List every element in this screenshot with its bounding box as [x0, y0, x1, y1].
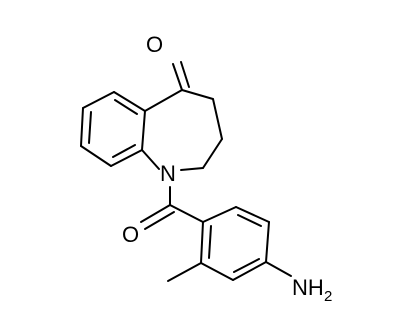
bond-benzene-2 [80, 107, 84, 147]
amide-group: O [122, 186, 204, 247]
bond-aryl-1 [202, 206, 237, 223]
bond-ring-e [180, 167, 204, 171]
ketone-bond-1 [172, 63, 183, 91]
bond-benzene-1 [82, 91, 115, 109]
aromatic-inner-bond-lower [233, 258, 260, 273]
bond-ring-b [181, 89, 214, 100]
bond-benzene-4 [110, 149, 143, 167]
carbonyl-aryl-bond [169, 204, 204, 223]
bond-ring-a [144, 89, 183, 112]
methyl-bond [167, 262, 202, 282]
ring-nitrogen-label: N [160, 161, 176, 186]
azepinone-ring [141, 89, 223, 171]
aminotolyl-ring [200, 206, 270, 281]
aromatic-inner-bond-top [114, 99, 138, 115]
fused-benzene-ring [80, 91, 146, 167]
bond-ring-d [202, 138, 223, 169]
ketone-oxygen-label: O [146, 32, 163, 57]
bond-aryl-3 [265, 221, 270, 263]
bond-ring-f [141, 149, 160, 170]
amide-c-o-bond-1 [140, 204, 171, 223]
amide-oxygen-label: O [122, 222, 139, 247]
bond-aryl-4 [232, 261, 267, 281]
amino-bond [265, 261, 292, 277]
aromatic-inner-bond-upper [237, 214, 262, 227]
bond-aryl-5 [200, 262, 234, 281]
bond-aryl-2 [235, 206, 270, 223]
amide-c-o-bond-2 [144, 211, 175, 230]
aromatic-inner-bond-left [88, 111, 92, 144]
ketone-group: O [146, 32, 190, 91]
bond-benzene-3 [80, 145, 112, 167]
bond-benzene-5 [141, 110, 146, 151]
ketone-bond-2 [180, 61, 190, 88]
amino-label-subscript: 2 [324, 288, 332, 305]
bond-benzene-6 [113, 91, 146, 112]
aromatic-inner-bond-bottom [112, 144, 136, 158]
bond-aryl-6 [200, 221, 204, 264]
aromatic-inner-bond-left [208, 225, 212, 259]
amino-label-base: NH [292, 275, 324, 300]
bond-ring-c [212, 98, 223, 140]
